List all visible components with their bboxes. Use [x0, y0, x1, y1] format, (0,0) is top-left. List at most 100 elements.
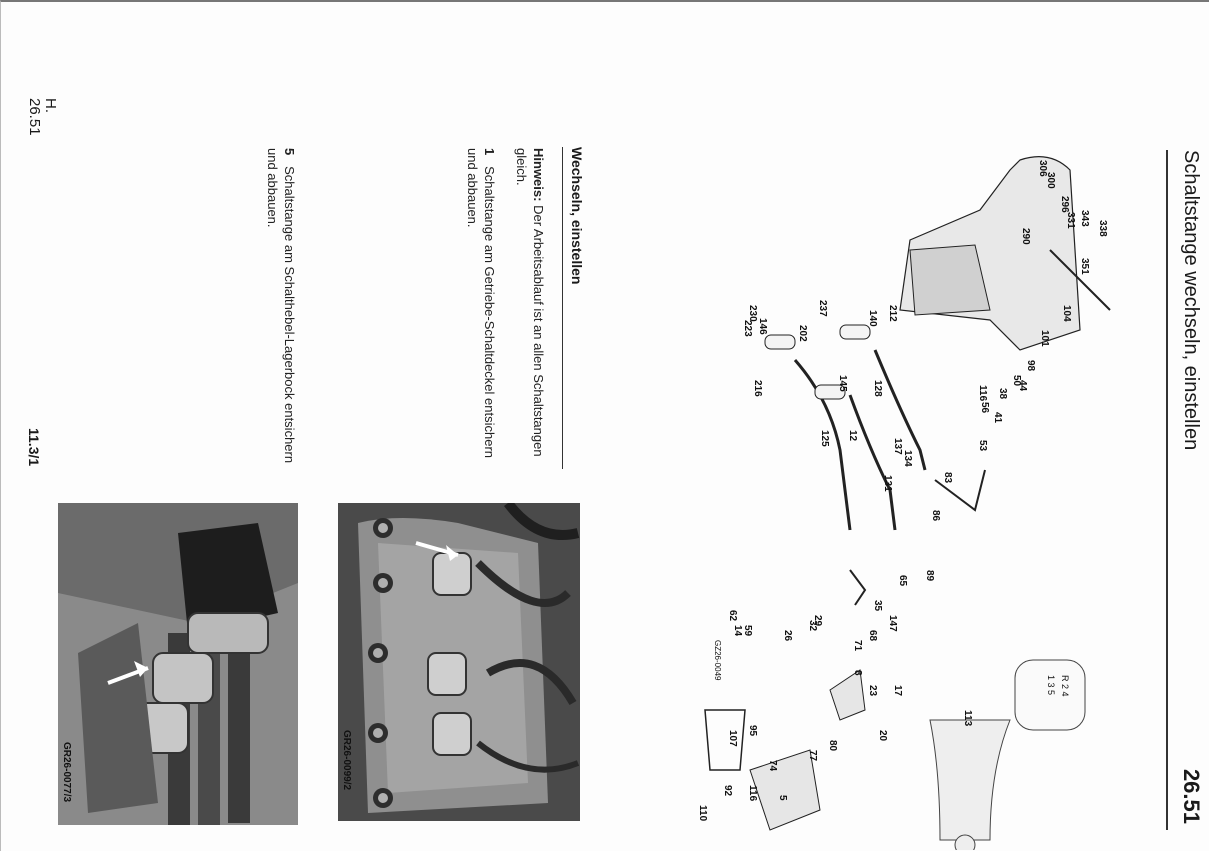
callout-74: 74 [767, 760, 778, 772]
lever-145 [814, 384, 846, 400]
callout-230: 230 [747, 305, 758, 322]
callout-80: 80 [827, 740, 838, 752]
photo-shift-lever-bracket [58, 503, 298, 825]
callout-68: 68 [867, 630, 878, 642]
callout-116: 116 [747, 785, 758, 802]
callout-41: 41 [992, 412, 1003, 424]
shift-pattern-row-1: R 2 4 [1060, 675, 1070, 697]
callout-343: 343 [1079, 210, 1090, 227]
callout-110: 110 [697, 805, 708, 822]
step-1-text: Schaltstange am Getriebe-Schaltdeckel en… [465, 148, 497, 459]
shift-rod-128 [873, 349, 927, 471]
callout-128: 128 [872, 380, 883, 397]
callout-338: 338 [1097, 220, 1108, 237]
step-1-number: 1 [482, 148, 497, 156]
page-id-line1: H. [42, 98, 59, 113]
photo-1-caption: GR26-0099/2 [341, 730, 352, 791]
callout-145: 145 [837, 375, 848, 392]
callout-44: 44 [1017, 380, 1028, 392]
callout-351: 351 [1079, 258, 1090, 275]
callout-300: 300 [1045, 172, 1056, 189]
callout-212: 212 [887, 305, 898, 322]
callout-8: 8 [852, 670, 863, 676]
bearing-block-8 [829, 669, 866, 721]
callout-83: 83 [942, 472, 953, 484]
note-paragraph: Hinweis: Der Arbeitsablauf ist an allen … [513, 148, 547, 470]
callout-216: 216 [752, 380, 763, 397]
callout-29: 29 [812, 615, 823, 627]
callout-71: 71 [852, 640, 863, 652]
photo-2-caption: GR26-0077/3 [61, 742, 72, 803]
callout-137: 137 [892, 438, 903, 455]
shift-pattern-row-2: 1 3 5 [1046, 675, 1056, 695]
callout-14: 14 [732, 625, 743, 637]
step-5-text: Schaltstange am Schalthebel-Lagerbock en… [265, 148, 297, 464]
callout-38: 38 [997, 388, 1008, 400]
callout-306: 306 [1037, 160, 1048, 177]
callout-32: 32 [807, 620, 818, 632]
callout-202: 202 [797, 325, 808, 342]
callout-237: 237 [817, 300, 828, 317]
callout-92: 92 [722, 785, 733, 797]
callout-56: 56 [979, 402, 990, 414]
step-1: 1 Schaltstange am Getriebe-Schaltdeckel … [464, 148, 498, 470]
callout-77: 77 [807, 750, 818, 762]
callout-107: 107 [727, 730, 738, 747]
callout-50: 50 [1011, 375, 1022, 387]
shift-rod-125 [793, 359, 852, 531]
step-5-number: 5 [282, 148, 297, 156]
callout-5: 5 [777, 795, 788, 801]
section-heading-block: Wechseln, einstellen [562, 147, 585, 469]
section-heading: Wechseln, einstellen [562, 147, 585, 469]
page-id-line2: 26.51 [26, 98, 43, 136]
callout-131: 131 [882, 475, 893, 492]
lever-140 [839, 324, 871, 340]
page-id: H. 26.51 [26, 98, 59, 136]
photo-shift-cover [338, 503, 580, 821]
callout-113: 113 [962, 710, 973, 727]
shift-rod-12 [848, 394, 897, 531]
callout-59: 59 [742, 625, 753, 637]
gasket-110 [704, 709, 746, 771]
callout-65: 65 [897, 575, 908, 587]
shift-boot-107 [929, 719, 1011, 841]
callout-17: 17 [892, 685, 903, 697]
callout-104: 104 [1061, 305, 1072, 322]
shift-cover-plate [909, 244, 991, 316]
callout-296: 296 [1059, 196, 1070, 213]
photo-shift-lever-bracket-image [58, 503, 298, 825]
callout-146: 146 [757, 318, 768, 335]
lever-146 [764, 334, 796, 350]
callout-147: 147 [887, 615, 898, 632]
callout-101: 101 [1039, 330, 1050, 347]
callout-95: 95 [747, 725, 758, 737]
callout-140: 140 [867, 310, 878, 327]
callout-89: 89 [924, 570, 935, 582]
rod-351 [1049, 249, 1111, 311]
shift-pattern-plate [1014, 659, 1086, 731]
link-86 [934, 469, 986, 512]
callout-86: 86 [930, 510, 941, 522]
footer-page-ref: 11.3/1 [26, 428, 42, 467]
note-label: Hinweis: [531, 148, 546, 202]
callout-98: 98 [1025, 360, 1036, 372]
callout-20: 20 [877, 730, 888, 742]
callout-23: 23 [867, 685, 878, 697]
callout-53: 53 [977, 440, 988, 452]
callout-62: 62 [727, 610, 738, 622]
callout-35: 35 [872, 600, 883, 612]
callout-12: 12 [847, 430, 858, 442]
shift-knob [954, 834, 976, 855]
callout-290: 290 [1020, 228, 1031, 245]
bracket-89 [849, 569, 867, 606]
diagram-reference: GZ26-0049 [713, 640, 722, 681]
callout-331: 331 [1065, 212, 1076, 229]
callout-26: 26 [782, 630, 793, 642]
photo-shift-cover-image [338, 503, 580, 821]
shift-mechanism-5 [749, 749, 821, 831]
